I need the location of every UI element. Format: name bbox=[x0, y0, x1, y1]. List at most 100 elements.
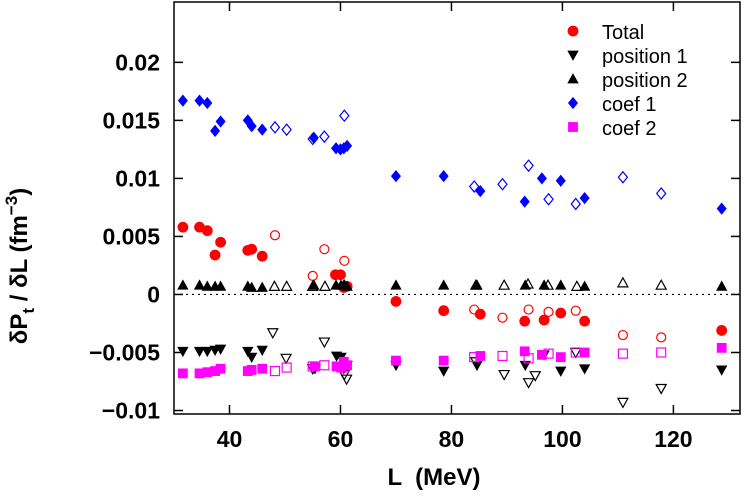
data-point bbox=[308, 131, 319, 144]
data-point bbox=[214, 344, 227, 355]
series-coef-1 bbox=[177, 94, 727, 215]
x-tick-label: 80 bbox=[439, 426, 465, 452]
data-point bbox=[194, 94, 205, 107]
data-point bbox=[538, 279, 550, 290]
data-point bbox=[438, 366, 450, 377]
data-point-open bbox=[656, 347, 667, 358]
data-point-open bbox=[498, 369, 511, 381]
data-point bbox=[246, 352, 258, 363]
y-tick-label: −0.01 bbox=[102, 398, 160, 424]
data-point bbox=[257, 363, 268, 374]
data-point bbox=[341, 280, 353, 291]
data-point-open bbox=[523, 159, 534, 173]
x-axis-label: L (MeV) bbox=[388, 464, 481, 491]
data-point-open bbox=[268, 280, 281, 291]
y-tick-label: 0 bbox=[147, 281, 160, 307]
data-point-open bbox=[543, 306, 554, 317]
data-point-open bbox=[616, 276, 629, 288]
data-point-open bbox=[617, 329, 629, 341]
data-point-open bbox=[617, 348, 629, 359]
data-point-open bbox=[497, 312, 508, 323]
data-point-open bbox=[497, 350, 508, 362]
data-point bbox=[177, 221, 189, 233]
data-point-open bbox=[529, 371, 542, 382]
y-tick-label: 0.015 bbox=[102, 107, 160, 133]
data-point-open bbox=[340, 374, 353, 386]
data-point bbox=[475, 185, 486, 198]
data-point bbox=[246, 281, 258, 292]
data-point bbox=[519, 360, 531, 372]
data-point bbox=[215, 236, 227, 248]
data-point-open bbox=[616, 397, 629, 409]
data-point-open bbox=[269, 120, 281, 134]
data-point-open bbox=[339, 109, 350, 123]
data-point bbox=[390, 279, 402, 290]
data-point bbox=[193, 279, 206, 290]
data-point-open bbox=[269, 230, 281, 241]
x-tick-label: 120 bbox=[654, 426, 692, 452]
data-point bbox=[308, 279, 320, 290]
data-point bbox=[555, 307, 567, 319]
data-point bbox=[209, 249, 221, 261]
data-point bbox=[214, 280, 227, 291]
data-point bbox=[177, 94, 188, 107]
data-point bbox=[193, 346, 206, 358]
legend-label: coef 2 bbox=[602, 118, 656, 140]
data-point-open bbox=[569, 347, 582, 359]
data-points bbox=[177, 94, 728, 409]
data-point bbox=[177, 279, 189, 290]
data-point bbox=[177, 368, 188, 379]
y-tick-label: 0.02 bbox=[115, 49, 160, 75]
data-point bbox=[579, 347, 590, 358]
series-total bbox=[177, 221, 728, 343]
data-point bbox=[201, 280, 213, 291]
data-point bbox=[335, 269, 346, 281]
legend-marker bbox=[567, 50, 579, 61]
data-point-open bbox=[656, 332, 667, 343]
data-point-open bbox=[655, 187, 667, 200]
data-point-open bbox=[319, 360, 330, 371]
legend-marker bbox=[567, 96, 579, 110]
y-tick-label: −0.005 bbox=[89, 339, 160, 365]
data-point-open bbox=[307, 270, 318, 281]
data-point bbox=[201, 225, 213, 237]
legend-marker bbox=[568, 122, 578, 132]
series-coef-2 bbox=[177, 342, 727, 379]
data-point bbox=[474, 308, 486, 320]
data-point bbox=[716, 365, 728, 376]
data-point-open bbox=[498, 278, 511, 290]
data-point bbox=[438, 279, 450, 290]
data-point bbox=[215, 115, 226, 128]
data-point bbox=[202, 96, 213, 110]
data-point bbox=[246, 243, 258, 255]
data-point bbox=[579, 315, 591, 327]
data-point bbox=[538, 314, 550, 326]
data-point-open bbox=[319, 130, 330, 144]
data-point bbox=[471, 360, 483, 372]
data-point bbox=[471, 279, 483, 290]
data-point bbox=[555, 279, 567, 290]
data-point bbox=[391, 355, 401, 366]
data-point bbox=[475, 351, 486, 361]
data-point bbox=[716, 202, 727, 215]
data-point-open bbox=[318, 280, 331, 291]
data-point-open bbox=[617, 170, 629, 184]
data-point bbox=[519, 315, 531, 327]
data-point-open bbox=[570, 197, 582, 211]
data-point bbox=[390, 296, 402, 307]
data-point bbox=[555, 352, 566, 363]
data-point-open bbox=[655, 383, 668, 395]
data-point-open bbox=[280, 353, 293, 365]
data-point-open bbox=[318, 337, 331, 349]
x-tick-label: 60 bbox=[328, 426, 354, 452]
plot-frame bbox=[173, 1, 741, 415]
data-point-open bbox=[266, 328, 279, 339]
legend-marker bbox=[567, 73, 579, 84]
data-point bbox=[342, 139, 353, 153]
data-point bbox=[342, 360, 353, 371]
data-point bbox=[716, 342, 727, 353]
legend-label: coef 1 bbox=[602, 94, 656, 116]
data-point bbox=[578, 364, 591, 375]
